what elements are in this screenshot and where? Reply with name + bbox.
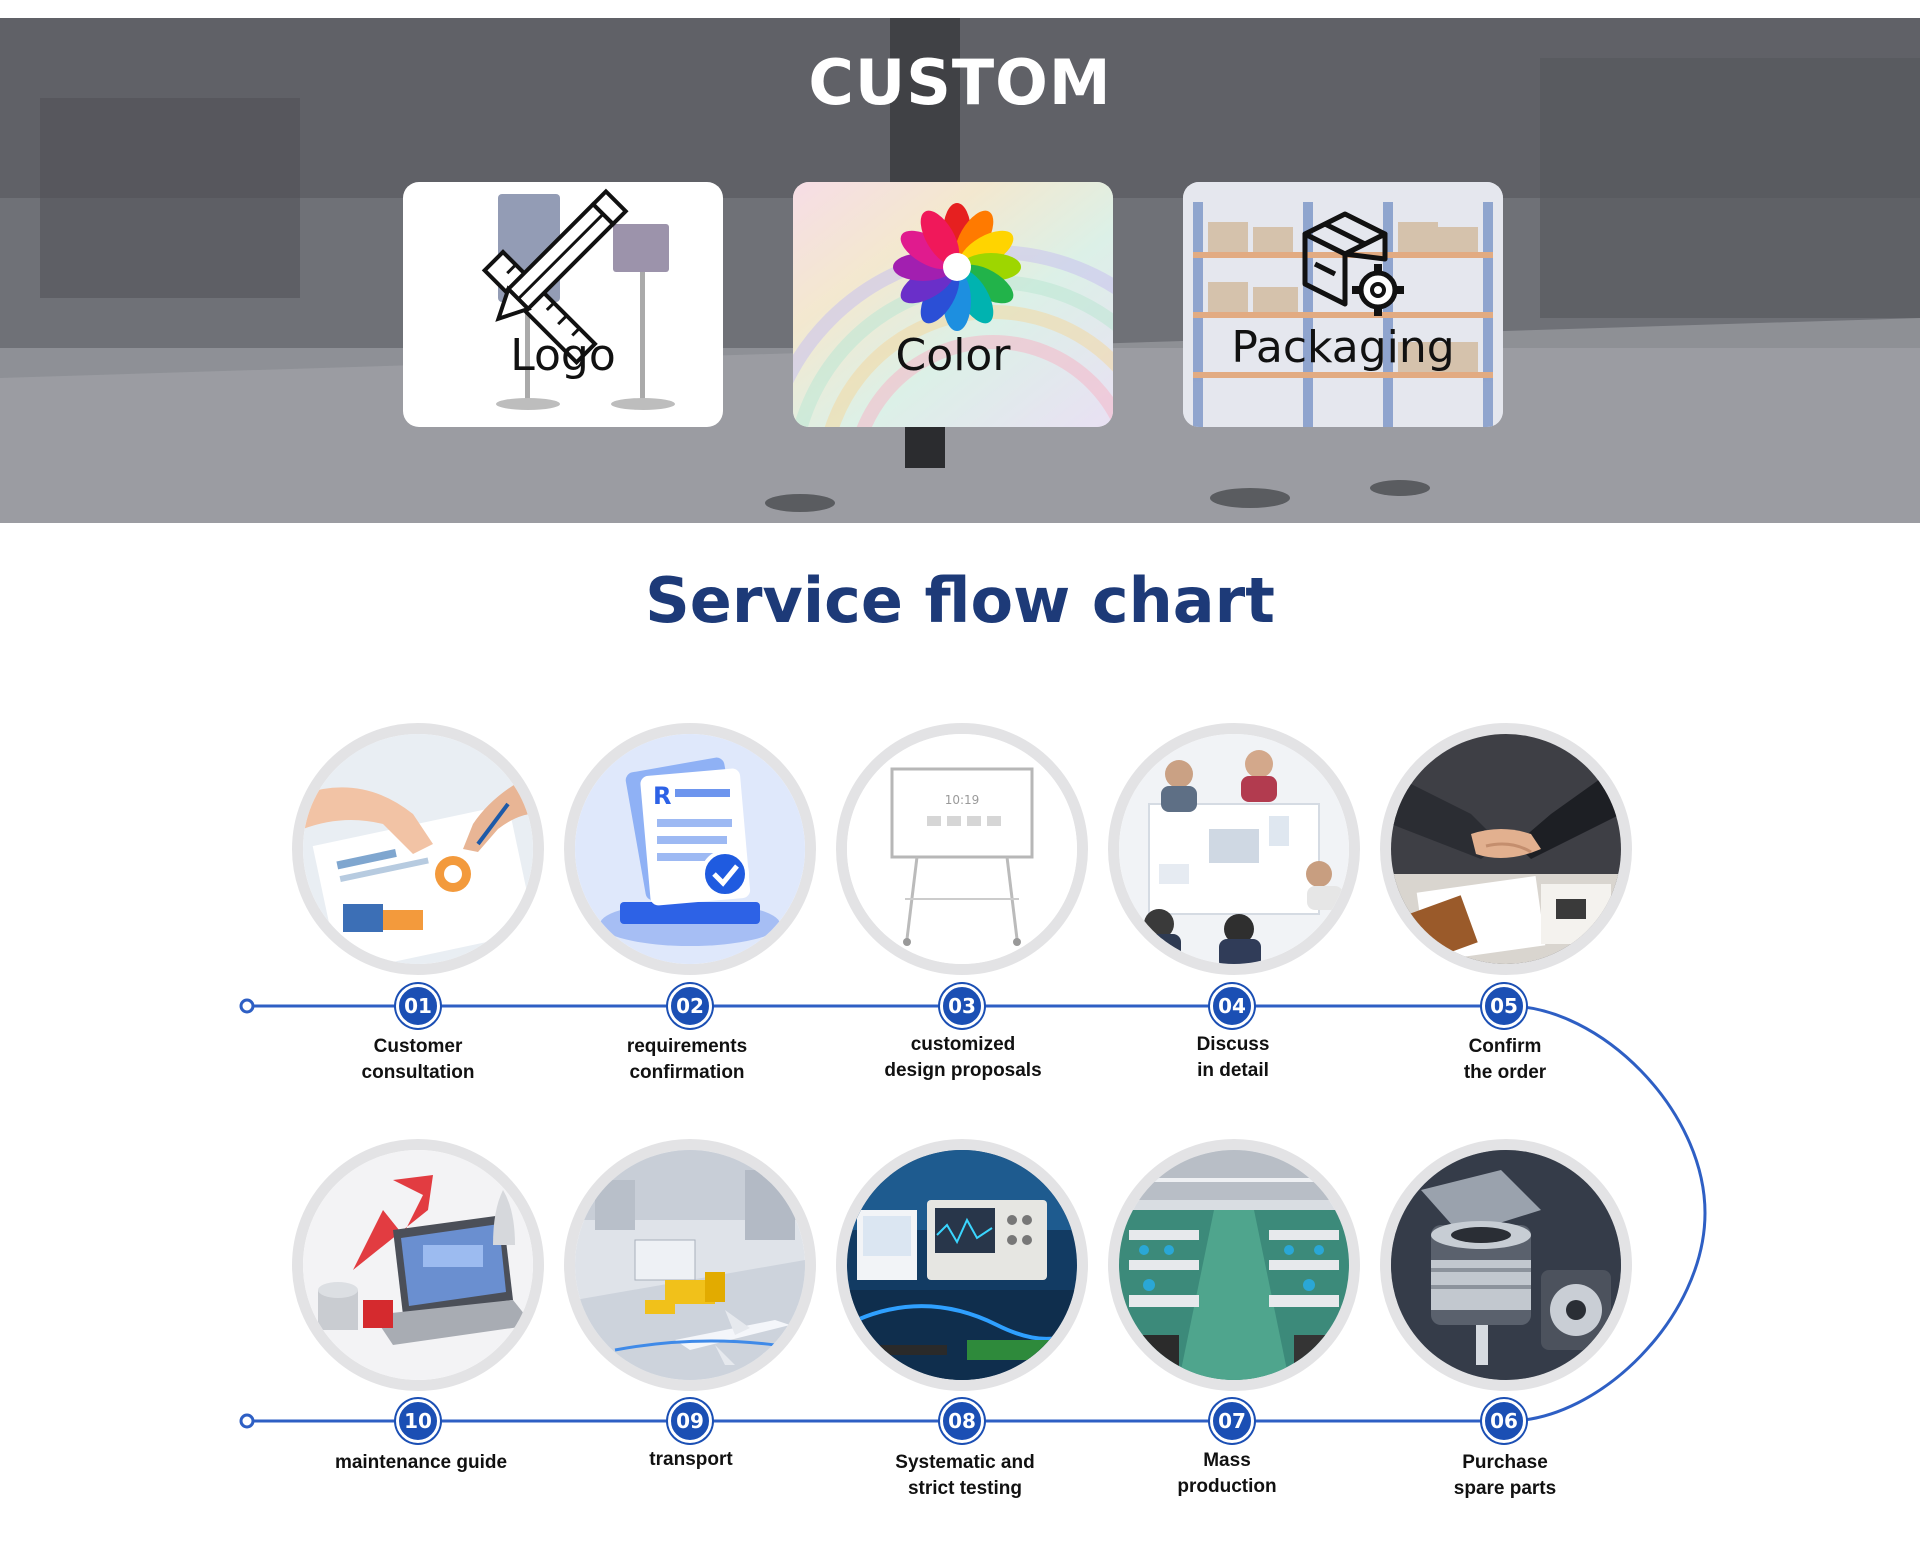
box-gear-icon [1183, 182, 1503, 427]
step-02-number-badge: 02 [668, 984, 712, 1028]
gearbox-photo [1391, 1150, 1621, 1380]
step-08-number-badge: 08 [940, 1399, 984, 1443]
flow-chart-title: Service flow chart [645, 564, 1275, 637]
step-01-image [292, 723, 544, 975]
step-10-image [292, 1139, 544, 1391]
svg-text:10:19: 10:19 [945, 793, 980, 807]
laptop-rocket-photo [303, 1150, 533, 1380]
step-05-image [1380, 723, 1632, 975]
timeline-start-dot [239, 998, 255, 1014]
step-06-number-badge: 06 [1482, 1399, 1526, 1443]
custom-card-color[interactable]: Color [793, 182, 1113, 427]
analysis-charts-photo [303, 734, 533, 964]
color-wheel-icon [793, 182, 1113, 427]
meeting-photo [1119, 734, 1349, 964]
step-07-image [1108, 1139, 1360, 1391]
step-09-label: transport [649, 1449, 733, 1470]
pencil-ruler-icon [481, 188, 675, 410]
timeline-end-dot [239, 1413, 255, 1429]
step-10-number-badge: 10 [396, 1399, 440, 1443]
factory-photo [1119, 1150, 1349, 1380]
step-01-number-badge: 01 [396, 984, 440, 1028]
step-06-image [1380, 1139, 1632, 1391]
step-04-number-badge: 04 [1210, 984, 1254, 1028]
step-09-image [564, 1139, 816, 1391]
custom-card-logo[interactable]: Logo [403, 182, 723, 427]
display-board-sketch: 10:19 [847, 734, 1077, 964]
step-10-label: maintenance guide [334, 1452, 508, 1473]
document-check-icon: R [575, 734, 805, 964]
step-04-image [1108, 723, 1360, 975]
handshake-photo [1391, 734, 1621, 964]
card-label-color: Color [895, 330, 1011, 381]
step-05-number-badge: 05 [1482, 984, 1526, 1028]
custom-hero: CUSTOM [0, 18, 1920, 523]
svg-text:R: R [653, 782, 671, 810]
testing-equipment-photo [847, 1150, 1077, 1380]
hero-title: CUSTOM [808, 46, 1112, 119]
card-label-logo: Logo [510, 330, 616, 381]
step-03-image: 10:19 [836, 723, 1088, 975]
step-02-image: R [564, 723, 816, 975]
step-03-number-badge: 03 [940, 984, 984, 1028]
step-07-number-badge: 07 [1210, 1399, 1254, 1443]
custom-card-packaging[interactable]: Packaging [1183, 182, 1503, 427]
logistics-photo [575, 1150, 805, 1380]
step-09-number-badge: 09 [668, 1399, 712, 1443]
step-08-image [836, 1139, 1088, 1391]
card-label-packaging: Packaging [1231, 322, 1455, 373]
